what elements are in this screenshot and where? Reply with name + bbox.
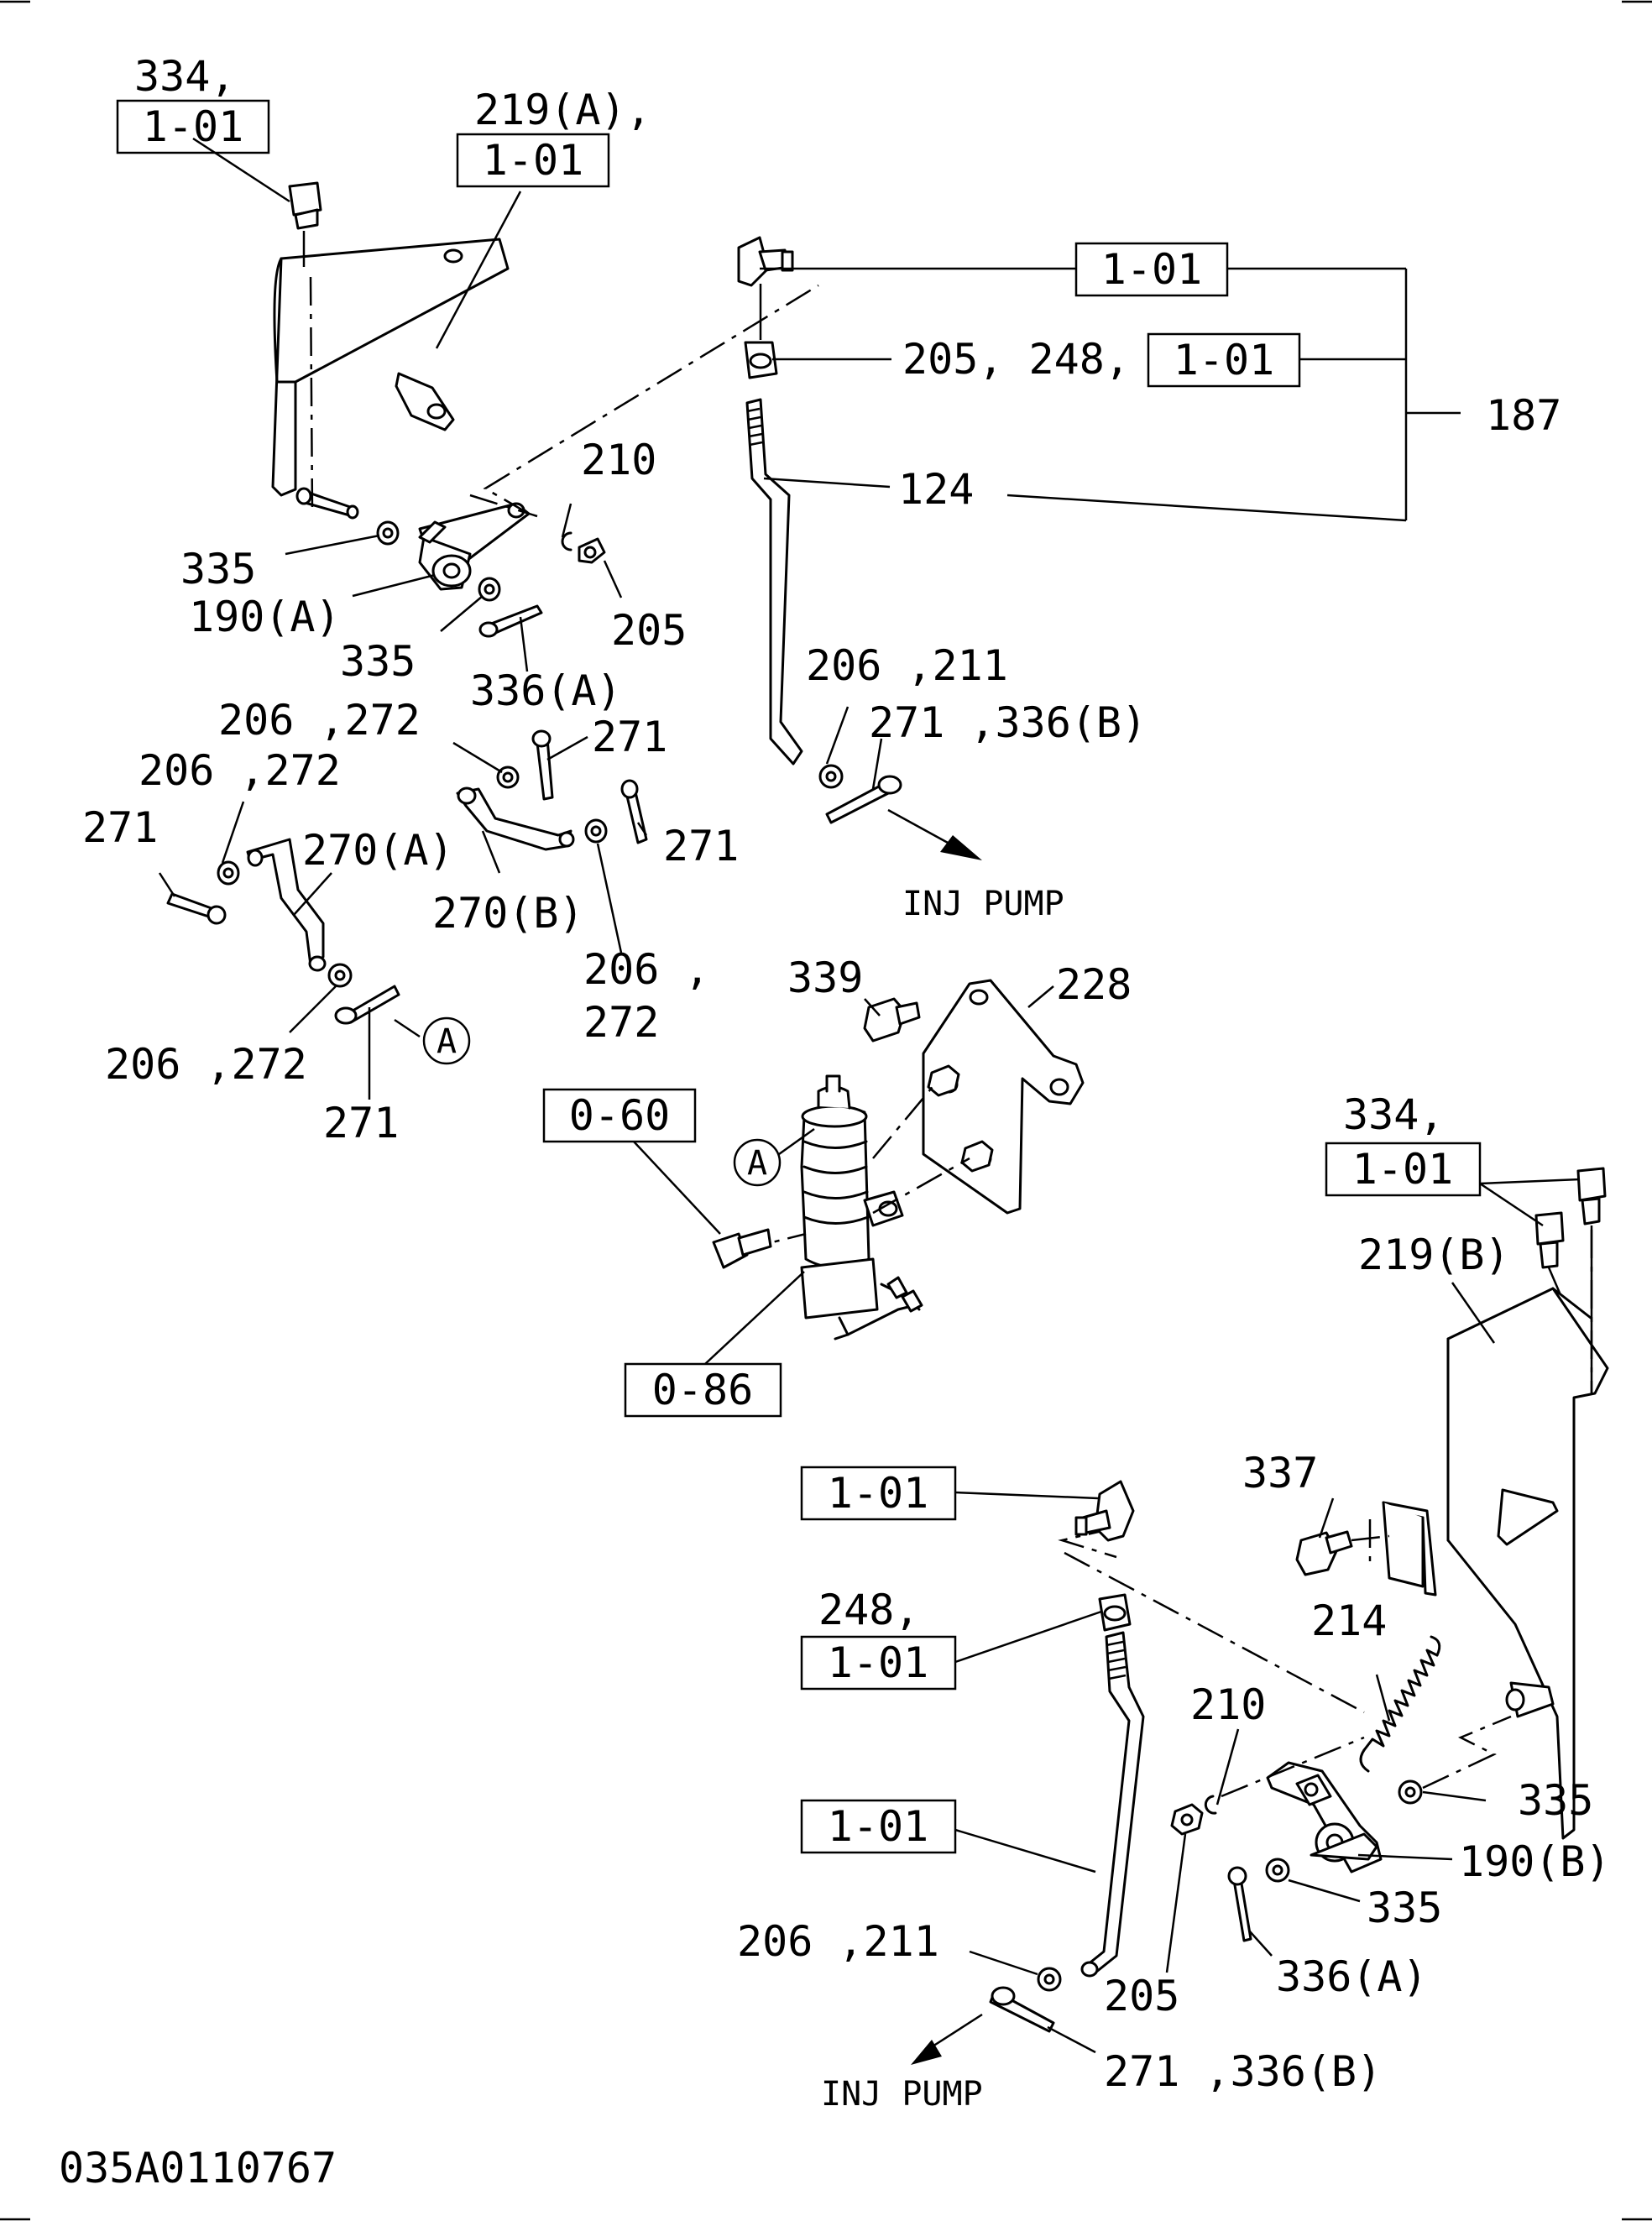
- arrow-inj-pump-lower: [911, 2013, 983, 2065]
- svg-text:271: 271: [82, 803, 158, 852]
- svg-text:270(B): 270(B): [432, 889, 584, 938]
- ref-box-6: 0-86: [624, 1362, 782, 1418]
- svg-text:337: 337: [1242, 1449, 1318, 1497]
- svg-text:214: 214: [1311, 1597, 1387, 1645]
- svg-text:1-01: 1-01: [828, 1802, 928, 1851]
- ref-box-5: 0-60: [542, 1088, 697, 1143]
- svg-text:206 ,211: 206 ,211: [806, 641, 1008, 690]
- rod-end-parts-lower: [989, 1967, 1062, 2033]
- rod-end-parts-upper: [818, 764, 902, 824]
- bolt-337: [1295, 1530, 1353, 1576]
- ref-box-8: 1-01: [800, 1466, 957, 1521]
- ref-box-3: 1-01: [1074, 242, 1229, 297]
- small-parts-lower-right: [1170, 1779, 1423, 1942]
- svg-text:336(A): 336(A): [470, 666, 622, 715]
- lever-190a: [418, 502, 531, 591]
- svg-text:1-01: 1-01: [1174, 336, 1274, 384]
- rod-lower: [1074, 1480, 1145, 1978]
- svg-text:0-86: 0-86: [652, 1366, 753, 1414]
- svg-text:336(A): 336(A): [1276, 1952, 1428, 2001]
- svg-text:334,: 334,: [1343, 1090, 1444, 1139]
- rod-270b: [456, 786, 575, 851]
- svg-text:205: 205: [611, 606, 687, 655]
- svg-text:INJ PUMP: INJ PUMP: [902, 885, 1064, 923]
- bolts-334-right: [1534, 1167, 1607, 1393]
- svg-text:124: 124: [898, 465, 974, 514]
- svg-text:205, 248,: 205, 248,: [902, 335, 1130, 384]
- svg-text:271: 271: [323, 1099, 399, 1147]
- svg-text:219(A),: 219(A),: [474, 86, 651, 134]
- svg-text:210: 210: [1190, 1680, 1266, 1729]
- bolt-339: [863, 997, 921, 1043]
- svg-text:271 ,336(B): 271 ,336(B): [869, 698, 1147, 747]
- assembly-line-lower-right: [1064, 1551, 1512, 1798]
- bolt-334-top: [288, 181, 322, 267]
- svg-text:335: 335: [180, 545, 256, 593]
- rod-124: [737, 236, 803, 766]
- svg-text:206 ,: 206 ,: [583, 945, 710, 994]
- bracket-219b: [1382, 1287, 1609, 1840]
- bolt-solenoid: [712, 1228, 772, 1269]
- svg-text:270(A): 270(A): [302, 826, 454, 875]
- callout-labels: 334, 219(A), 205, 248, 187 210 124 335 1…: [59, 52, 1611, 2192]
- svg-text:1-01: 1-01: [1101, 245, 1202, 294]
- ref-box-10: 1-01: [800, 1799, 957, 1854]
- svg-text:A: A: [437, 1022, 457, 1061]
- svg-text:1-01: 1-01: [143, 102, 243, 151]
- svg-text:1-01: 1-01: [828, 1469, 928, 1518]
- drawing-number: 035A0110767: [59, 2144, 337, 2192]
- bracket-219a: [271, 238, 510, 520]
- svg-text:1-01: 1-01: [828, 1638, 928, 1687]
- assembly-line-337: [1351, 1519, 1390, 1570]
- svg-text:0-60: 0-60: [569, 1091, 670, 1140]
- lever-190b: [1266, 1761, 1383, 1873]
- svg-text:A: A: [747, 1144, 767, 1183]
- arrow-inj-pump-upper: [887, 808, 982, 860]
- marker-a-upper: A: [422, 1016, 471, 1065]
- svg-text:210: 210: [581, 436, 656, 484]
- svg-text:335: 335: [1367, 1884, 1442, 1932]
- svg-text:INJ PUMP: INJ PUMP: [821, 2075, 983, 2114]
- svg-text:248,: 248,: [818, 1586, 919, 1634]
- svg-text:272: 272: [583, 998, 659, 1047]
- ref-box-7: 1-01: [1325, 1142, 1482, 1197]
- solenoid: [800, 1074, 923, 1340]
- ref-box-4: 1-01: [1147, 332, 1301, 388]
- svg-text:219(B): 219(B): [1358, 1231, 1510, 1279]
- svg-text:271 ,336(B): 271 ,336(B): [1104, 2047, 1382, 2096]
- small-parts-upper: [376, 520, 606, 638]
- svg-text:190(B): 190(B): [1459, 1837, 1611, 1886]
- rod-270a: [246, 838, 327, 972]
- svg-text:335: 335: [1518, 1776, 1593, 1825]
- small-parts-middle-left: [166, 729, 648, 1025]
- ref-box-9: 1-01: [800, 1635, 957, 1691]
- ref-box-1: 1-01: [116, 99, 270, 154]
- svg-text:339: 339: [787, 954, 863, 1002]
- ref-box-2: 1-01: [456, 133, 610, 188]
- assembly-line-right-bolts: [1547, 1230, 1593, 1393]
- spring-214: [1359, 1635, 1441, 1773]
- svg-text:271: 271: [592, 713, 667, 761]
- svg-text:334,: 334,: [134, 52, 235, 101]
- svg-text:271: 271: [663, 822, 739, 870]
- svg-text:206 ,272: 206 ,272: [105, 1040, 307, 1089]
- svg-text:1-01: 1-01: [483, 136, 583, 185]
- assembly-line-upper: [309, 276, 819, 518]
- svg-text:205: 205: [1104, 1972, 1179, 2020]
- svg-text:206 ,272: 206 ,272: [218, 696, 421, 745]
- svg-text:206 ,211: 206 ,211: [737, 1917, 939, 1966]
- svg-text:206 ,272: 206 ,272: [139, 746, 341, 795]
- svg-text:1-01: 1-01: [1352, 1145, 1453, 1194]
- svg-text:190(A): 190(A): [189, 593, 341, 641]
- marker-a-solenoid: A: [733, 1138, 782, 1187]
- bracket-228: [922, 979, 1085, 1215]
- leader-lines: [158, 137, 1581, 2054]
- svg-text:187: 187: [1486, 391, 1561, 440]
- svg-text:228: 228: [1056, 960, 1132, 1009]
- svg-text:335: 335: [340, 637, 416, 686]
